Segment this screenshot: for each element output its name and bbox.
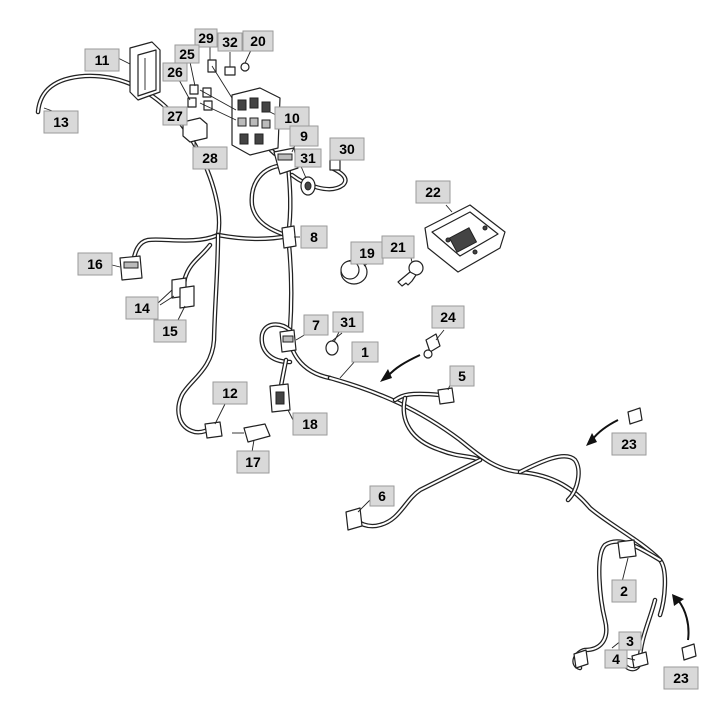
callout-23-top: 23: [611, 432, 647, 456]
callout-29: 29: [194, 28, 218, 48]
callout-5: 5: [449, 365, 475, 387]
svg-text:1: 1: [361, 344, 369, 360]
callout-22: 22: [415, 180, 451, 204]
svg-text:5: 5: [458, 368, 466, 384]
control-box-22-shape: [424, 204, 506, 273]
connector-30-shape: [329, 159, 341, 171]
svg-text:15: 15: [162, 323, 178, 339]
sleeve-8-shape: [281, 225, 297, 249]
callout-19: 19: [350, 241, 384, 265]
connector-7-shape: [279, 329, 297, 353]
callout-27: 27: [162, 106, 188, 126]
svg-text:12: 12: [222, 385, 238, 401]
svg-text:32: 32: [222, 34, 238, 50]
svg-text:23: 23: [621, 436, 637, 452]
arrows: [380, 354, 690, 641]
callout-25: 25: [174, 44, 200, 64]
svg-text:18: 18: [302, 416, 318, 432]
callout-1: 1: [351, 341, 379, 363]
callout-labels: 11 13 29 32 20 25 26 27 28 10 9 31 30 22…: [43, 28, 699, 690]
svg-text:26: 26: [167, 64, 183, 80]
callout-8: 8: [300, 225, 328, 249]
svg-text:7: 7: [312, 317, 320, 333]
svg-text:4: 4: [612, 651, 620, 667]
callout-24: 24: [431, 305, 465, 329]
svg-text:27: 27: [167, 108, 183, 124]
connector-9-shape: [273, 147, 299, 175]
clip-23-shape: [627, 407, 697, 661]
grommet-31-shape: [300, 176, 316, 196]
grommet-31b-shape: [325, 332, 343, 356]
connector-14-15-shape: [157, 277, 195, 309]
svg-text:20: 20: [250, 33, 266, 49]
callout-7: 7: [303, 314, 329, 336]
callout-20: 20: [242, 30, 274, 52]
connector-16-shape: [119, 255, 143, 281]
svg-text:3: 3: [626, 633, 634, 649]
svg-text:29: 29: [198, 30, 214, 46]
callout-26: 26: [162, 62, 188, 82]
callout-13: 13: [43, 110, 79, 134]
connector-5-shape: [437, 387, 455, 405]
connector-12-shape: [204, 421, 223, 439]
callout-11: 11: [84, 48, 120, 72]
callout-16: 16: [77, 252, 113, 276]
svg-text:21: 21: [390, 239, 406, 255]
callout-23-bottom: 23: [663, 666, 699, 690]
module-11-shape: [129, 41, 161, 101]
svg-text:10: 10: [284, 110, 300, 126]
svg-text:30: 30: [339, 141, 355, 157]
svg-text:22: 22: [425, 184, 441, 200]
callout-6: 6: [369, 485, 395, 507]
callout-21: 21: [381, 235, 415, 259]
svg-text:6: 6: [378, 488, 386, 504]
callout-30: 30: [329, 137, 365, 161]
svg-text:19: 19: [359, 245, 375, 261]
connector-6-shape: [345, 507, 363, 531]
key-21-shape: [397, 260, 424, 287]
small-fuses-shapes: [187, 59, 250, 121]
clip-24-shape: [423, 333, 441, 359]
callout-18: 18: [292, 412, 328, 436]
connector-18-shape: [269, 383, 291, 413]
callout-31-top: 31: [294, 148, 322, 168]
svg-text:17: 17: [245, 454, 261, 470]
svg-text:14: 14: [134, 300, 150, 316]
svg-text:24: 24: [440, 309, 456, 325]
svg-text:28: 28: [202, 150, 218, 166]
svg-text:2: 2: [620, 583, 628, 599]
callout-28: 28: [192, 146, 228, 170]
svg-text:25: 25: [179, 46, 195, 62]
svg-text:31: 31: [300, 150, 316, 166]
relay-28-shape: [182, 117, 208, 148]
svg-text:31: 31: [340, 314, 356, 330]
svg-text:8: 8: [310, 229, 318, 245]
callout-9: 9: [289, 125, 319, 147]
svg-text:11: 11: [95, 52, 110, 68]
fuse-block-10-shape: [231, 87, 281, 156]
callout-14: 14: [125, 296, 159, 320]
connector-3-4-shape: [573, 649, 649, 669]
svg-text:23: 23: [673, 670, 689, 686]
callout-4: 4: [604, 649, 628, 669]
connector-2-shape: [617, 539, 637, 559]
sensor-17-shape: [232, 423, 271, 443]
callout-12: 12: [212, 381, 248, 405]
svg-text:16: 16: [87, 256, 103, 272]
callout-31-bottom: 31: [332, 311, 364, 333]
callout-3: 3: [618, 631, 642, 651]
main-harness: [35, 73, 668, 672]
callout-15: 15: [153, 319, 187, 343]
svg-text:13: 13: [53, 114, 69, 130]
svg-text:9: 9: [300, 128, 308, 144]
callout-2: 2: [611, 579, 637, 603]
callout-32: 32: [217, 32, 243, 52]
callout-17: 17: [236, 450, 270, 474]
